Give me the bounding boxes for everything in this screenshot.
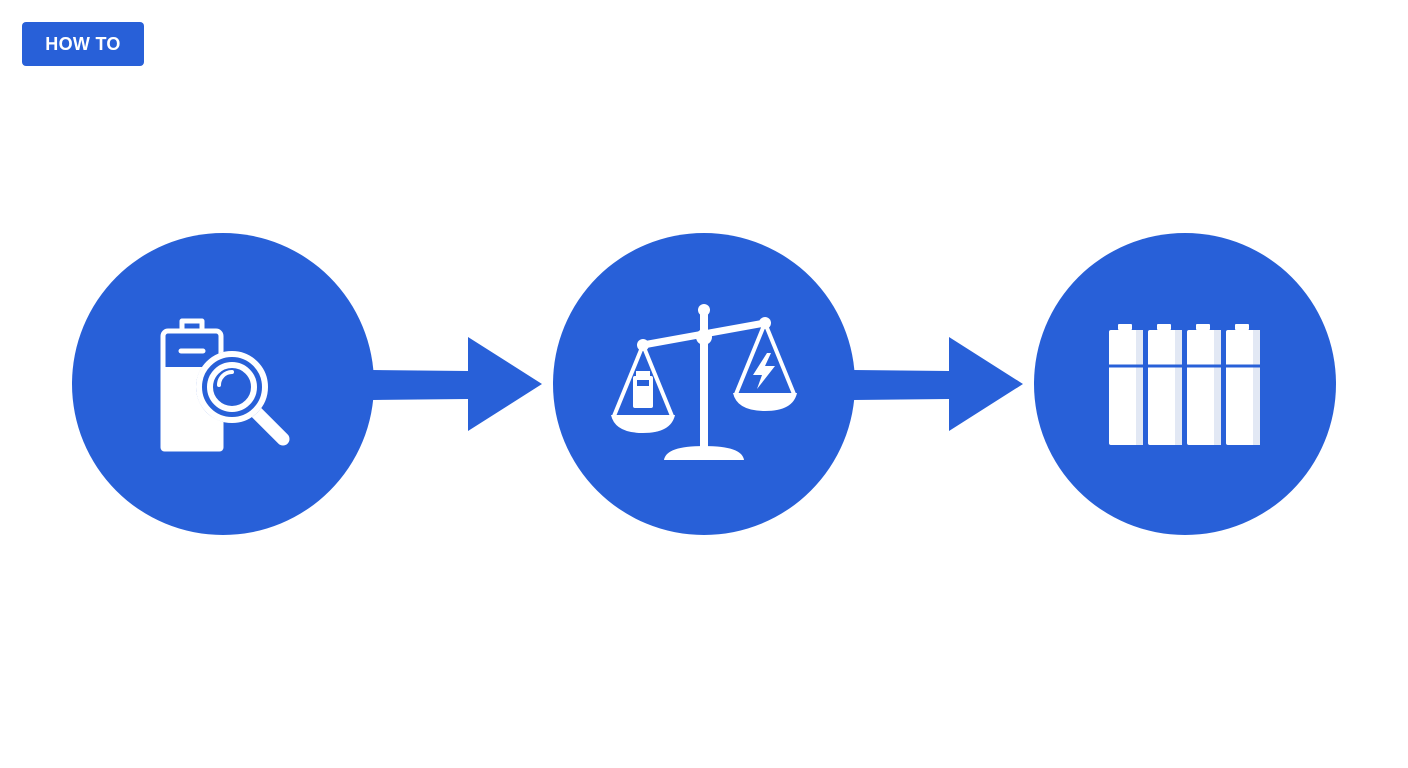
balance-scale-icon	[611, 304, 797, 460]
step-1-circle	[72, 233, 374, 535]
how-to-badge[interactable]: HOW TO	[22, 22, 144, 66]
battery-set-icon	[1104, 324, 1266, 445]
arrow-right-icon	[853, 337, 1023, 431]
step-2-circle	[553, 233, 855, 535]
step-3-circle	[1034, 233, 1336, 535]
battery-inspect-icon	[160, 318, 290, 452]
arrow-right-icon	[372, 337, 542, 431]
